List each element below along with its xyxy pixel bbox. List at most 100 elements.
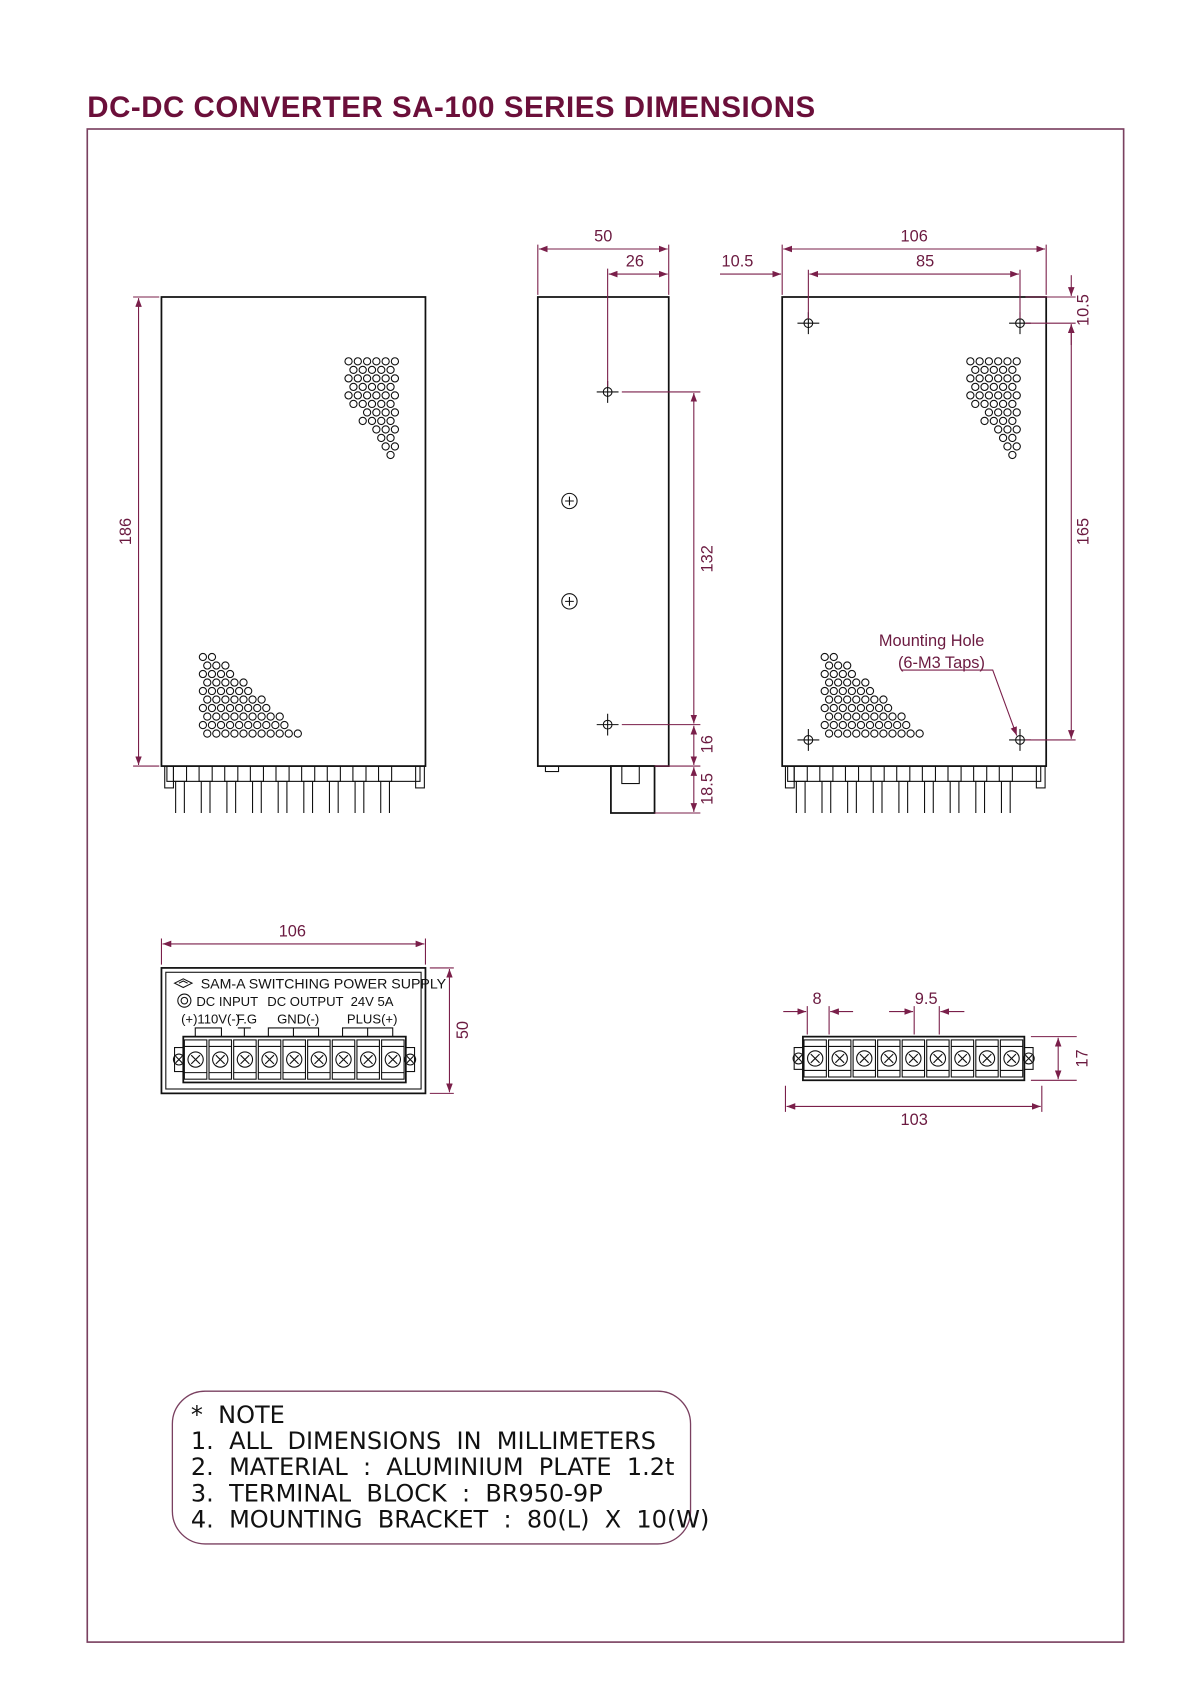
mounting-hole-spec: (6-M3 Taps) (898, 654, 985, 672)
vent-hole (994, 357, 1003, 366)
vent-hole (847, 720, 857, 730)
vent-hole (386, 416, 395, 426)
vent-hole (367, 365, 377, 375)
vent-hole (353, 391, 362, 400)
vent-hole (966, 391, 975, 400)
vent-hole (879, 712, 888, 721)
vent-hole (980, 416, 989, 426)
page-title: DC-DC CONVERTER SA-100 SERIES DIMENSIONS (87, 91, 815, 124)
vent-hole (358, 382, 367, 392)
terminal-panel-view: SAM-A SWITCHING POWER SUPPLY DC INPUT DC… (160, 922, 472, 1095)
vent-hole (207, 703, 217, 713)
vent-holes (344, 357, 400, 460)
terminal-pin (224, 765, 239, 782)
vent-hole (203, 712, 212, 721)
vent-hole (989, 365, 998, 375)
vent-hole (820, 652, 829, 662)
vent-hole (1003, 442, 1012, 451)
vent-hole (386, 365, 395, 375)
vent-hole (225, 669, 235, 679)
vent-hole (377, 399, 386, 409)
vent-hole (230, 678, 239, 687)
vent-hole (874, 720, 884, 730)
terminal-screw-icon (877, 1039, 901, 1078)
vent-hole (280, 720, 289, 730)
vent-hole (820, 686, 829, 696)
fg-label: F.G (237, 1012, 257, 1027)
vent-hole (897, 712, 906, 721)
vent-hole (248, 729, 257, 738)
terminal-pins (784, 765, 1046, 813)
vent-hole (353, 357, 362, 366)
vent-hole (390, 374, 400, 383)
rear-view: 106 85 10.5 10.5 165 Mounting Hole (6-M3… (720, 227, 1093, 813)
vent-hole (253, 720, 262, 730)
vent-hole (386, 450, 395, 460)
terminal-screw-icon (356, 1039, 380, 1080)
vent-hole (275, 712, 284, 721)
vent-hole (861, 729, 870, 738)
note-item: 1. ALL DIMENSIONS IN MILLIMETERS (191, 1427, 656, 1455)
vent-hole (1008, 399, 1017, 409)
vent-hole (1008, 365, 1017, 375)
vent-hole (984, 391, 994, 400)
note-item: 4. MOUNTING BRACKET : 80(L) X 10(W) (191, 1506, 710, 1534)
vent-hole (865, 686, 875, 696)
vent-hole (852, 729, 861, 738)
screw-icon (404, 1053, 417, 1066)
vent-hole (381, 391, 390, 400)
note-item: 2. MATERIAL : ALUMINIUM PLATE 1.2t (191, 1453, 675, 1481)
vent-hole (847, 669, 857, 679)
vent-hole (349, 365, 358, 375)
vent-hole (362, 408, 372, 417)
vent-hole (390, 357, 400, 366)
vent-hole (824, 678, 834, 687)
vent-hole (257, 712, 266, 721)
vent-hole (225, 686, 235, 696)
vent-hole (377, 382, 386, 392)
vent-hole (381, 425, 390, 434)
vent-hole (1003, 391, 1012, 400)
vent-hole (847, 686, 857, 696)
drawing-frame (86, 128, 1125, 1643)
terminal-height-dim: 17 (1074, 1049, 1092, 1067)
terminal-pin (301, 765, 316, 782)
vent-hole (843, 661, 852, 670)
side-width-dim: 50 (594, 227, 612, 245)
vent-hole (221, 712, 230, 721)
vent-hole (852, 678, 861, 687)
vent-hole (372, 374, 381, 383)
vent-hole (843, 729, 852, 738)
screw-icon (561, 593, 578, 610)
rear-left-offset-dim: 10.5 (722, 252, 754, 270)
vent-hole (998, 365, 1008, 375)
vent-hole (390, 408, 400, 417)
vent-hole (198, 720, 208, 730)
vent-hole (230, 695, 239, 704)
panel-width-dim: 106 (279, 922, 306, 940)
vent-hole (221, 729, 230, 738)
vent-hole (984, 357, 994, 366)
vent-hole (883, 703, 893, 713)
vent-hole (372, 357, 381, 366)
vent-hole (372, 408, 381, 417)
terminal-pin (275, 765, 290, 782)
vent-hole (980, 365, 989, 375)
vent-hole (861, 678, 870, 687)
vent-hole (358, 399, 367, 409)
note-heading: * NOTE (191, 1401, 285, 1429)
mounting-hole-icon (797, 728, 820, 751)
terminal-screw-icon (975, 1039, 999, 1078)
vent-hole (902, 720, 911, 730)
vent-hole (829, 686, 838, 696)
vent-hole (248, 695, 257, 704)
terminal-screw-icon (381, 1039, 405, 1080)
terminal-screw-icon (999, 1039, 1024, 1078)
vent-hole (386, 399, 395, 409)
vent-hole (1008, 382, 1017, 392)
terminal-pin (870, 765, 885, 782)
vent-hole (244, 720, 253, 730)
vent-hole (870, 712, 879, 721)
vent-hole (1012, 357, 1021, 366)
